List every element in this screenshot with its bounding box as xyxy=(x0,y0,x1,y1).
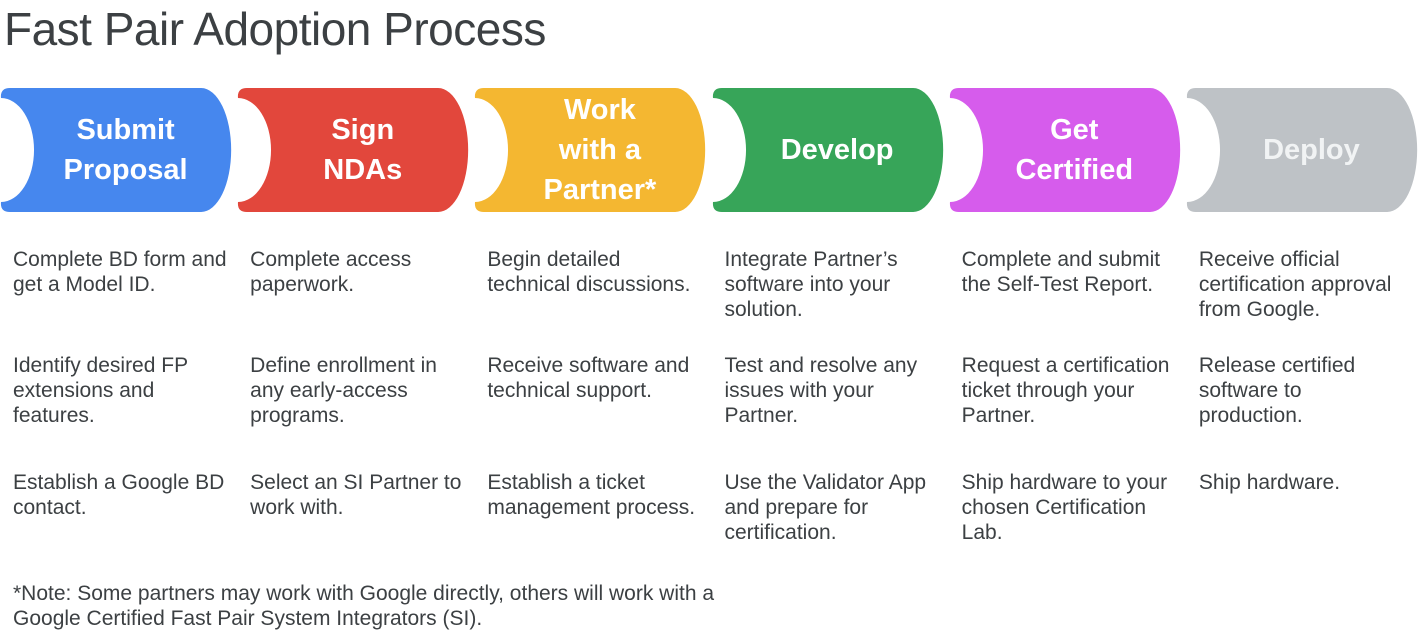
step-deploy: Deploy xyxy=(1186,88,1423,212)
step-label: Get Certified xyxy=(1015,114,1134,186)
step-arrow-shape xyxy=(949,88,1180,212)
footnote: *Note: Some partners may work with Googl… xyxy=(13,582,715,630)
step-description: Complete access paperwork. xyxy=(250,248,412,296)
step-description: Complete BD form and get a Model ID. xyxy=(13,248,227,296)
step-description: Test and resolve any issues with your Pa… xyxy=(724,354,918,427)
process-steps-row: Submit Proposal Sign NDAs Work with a Pa… xyxy=(0,88,1423,212)
step-description: Begin detailed technical discussions. xyxy=(487,248,691,296)
step-description: Establish a Google BD contact. xyxy=(13,471,225,519)
step-work-with-partner: Work with a Partner* xyxy=(474,88,711,212)
step-description: Establish a ticket management process. xyxy=(487,471,696,519)
step-description: Integrate Partner’s software into your s… xyxy=(724,248,898,321)
step-arrow-shape xyxy=(0,88,232,212)
step-description: Complete and submit the Self-Test Report… xyxy=(961,248,1161,296)
step-arrow-shape xyxy=(712,88,943,212)
step-label: Submit Proposal xyxy=(63,114,188,186)
step-description: Select an SI Partner to work with. xyxy=(250,471,462,519)
step-description: Request a certification ticket through y… xyxy=(961,354,1170,427)
step-description: Release certified software to production… xyxy=(1198,354,1356,427)
step-arrow-shape xyxy=(475,88,706,212)
step-label: Develop xyxy=(780,134,894,166)
step-get-certified: Get Certified xyxy=(949,88,1186,212)
step-description: Identify desired FP extensions and featu… xyxy=(13,354,189,427)
step-descriptions-grid: Complete BD form and get a Model ID. Com… xyxy=(0,247,1423,545)
step-description: Define enrollment in any early-access pr… xyxy=(250,354,437,427)
step-arrow-shape xyxy=(238,88,469,212)
step-label: Deploy xyxy=(1263,134,1360,166)
step-label: Sign NDAs xyxy=(323,114,403,186)
step-description: Receive software and technical support. xyxy=(487,354,690,402)
page-title: Fast Pair Adoption Process xyxy=(4,3,546,55)
step-submit-proposal: Submit Proposal xyxy=(0,88,237,212)
step-label: Work with a Partner* xyxy=(543,94,657,206)
step-description: Receive official certification approval … xyxy=(1198,248,1392,321)
step-description: Use the Validator App and prepare for ce… xyxy=(724,471,927,544)
step-arrow-shape xyxy=(1186,88,1418,212)
step-description: Ship hardware. xyxy=(1198,471,1341,494)
step-develop: Develop xyxy=(712,88,949,212)
step-sign-ndas: Sign NDAs xyxy=(237,88,474,212)
step-description: Ship hardware to your chosen Certificati… xyxy=(961,471,1168,544)
